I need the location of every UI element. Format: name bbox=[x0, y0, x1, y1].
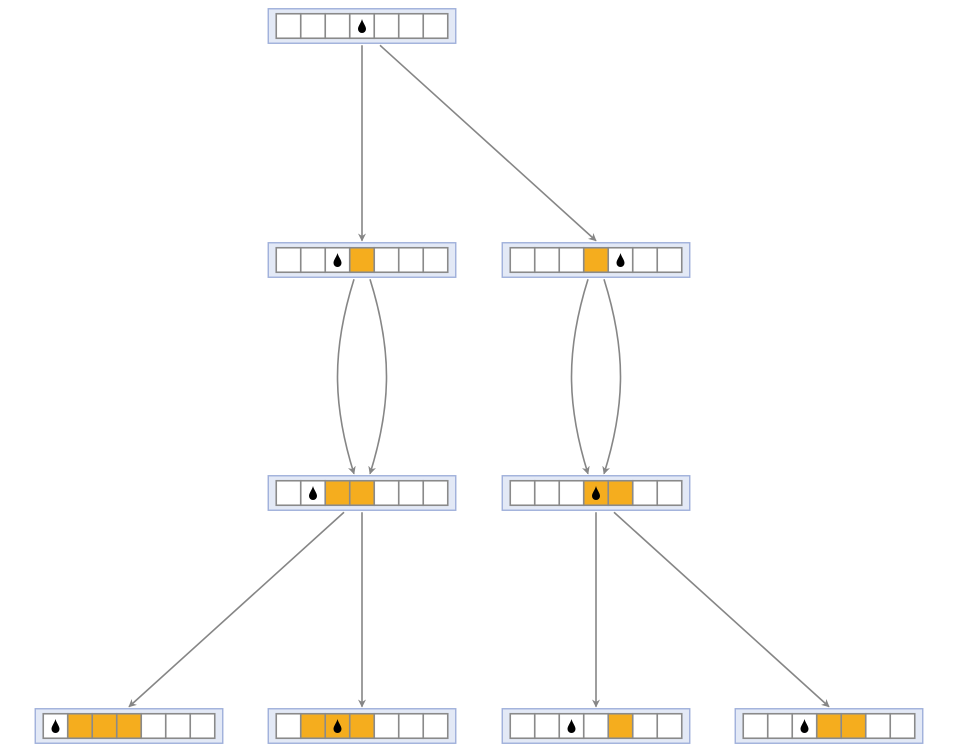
tape-cell-empty bbox=[422, 712, 449, 740]
tape-cell-empty bbox=[656, 712, 683, 740]
transition-edges bbox=[128, 44, 830, 708]
transition-edge-s4-s8-0 bbox=[613, 511, 830, 708]
state-node-s7 bbox=[501, 708, 691, 744]
tape-cell-empty bbox=[275, 479, 302, 507]
tape-cell-empty bbox=[864, 712, 892, 740]
tape-cell-filled bbox=[607, 479, 634, 507]
state-node-s2 bbox=[501, 242, 691, 278]
tape-cell-filled bbox=[840, 712, 867, 740]
tape-cell-empty bbox=[889, 712, 916, 740]
state-node-s3 bbox=[267, 475, 457, 511]
tape-cell-filled bbox=[324, 479, 351, 507]
tape-cell-filled bbox=[91, 712, 118, 740]
tape-cell-empty bbox=[373, 246, 400, 274]
head-marker-icon bbox=[309, 486, 317, 500]
tape-cell-empty bbox=[275, 246, 302, 274]
tape-cell-empty bbox=[373, 12, 400, 40]
tape-cell-empty bbox=[189, 712, 216, 740]
transition-edge-s1-s3-0 bbox=[336, 279, 356, 475]
head-marker-icon bbox=[592, 486, 600, 500]
head-marker-icon bbox=[616, 253, 625, 267]
head-marker-icon bbox=[333, 253, 342, 267]
tape-cell-empty bbox=[299, 12, 327, 40]
tape-cell-empty bbox=[422, 479, 449, 507]
tape-cell-empty bbox=[275, 12, 302, 40]
state-node-s5 bbox=[34, 708, 224, 744]
state-node-s4 bbox=[501, 475, 691, 511]
tape-cell-empty bbox=[766, 712, 794, 740]
tape-cell-empty bbox=[742, 712, 769, 740]
tape-cell-empty bbox=[509, 246, 536, 274]
head-marker-icon bbox=[358, 19, 366, 33]
tape-cell-filled bbox=[815, 712, 843, 740]
tape-cell-empty bbox=[656, 479, 683, 507]
state-node-s6 bbox=[267, 708, 457, 744]
tape-cell-empty bbox=[656, 246, 683, 274]
tape-cell-empty bbox=[397, 479, 425, 507]
tape-cell-empty bbox=[582, 712, 610, 740]
tape-cell-empty bbox=[422, 12, 449, 40]
head-marker-icon bbox=[800, 719, 809, 733]
tape-cell-empty bbox=[631, 712, 659, 740]
transition-edge-s2-s4-0 bbox=[570, 279, 590, 475]
transition-edge-s2-s4-1 bbox=[602, 279, 622, 475]
tape-cell-empty bbox=[397, 712, 425, 740]
tape-cell-empty bbox=[275, 712, 302, 740]
tape-cell-filled bbox=[607, 712, 634, 740]
tape-cell-filled bbox=[582, 246, 610, 274]
tape-cell-empty bbox=[164, 712, 192, 740]
tape-cell-empty bbox=[631, 479, 659, 507]
tape-cell-empty bbox=[422, 246, 449, 274]
tape-cell-empty bbox=[397, 12, 425, 40]
tape-cell-empty bbox=[140, 712, 167, 740]
tape-cell-filled bbox=[348, 712, 376, 740]
transition-edge-s1-s3-1 bbox=[368, 279, 388, 475]
tape-cell-empty bbox=[533, 712, 561, 740]
transition-edge-s3-s5-0 bbox=[128, 511, 345, 708]
tape-cell-empty bbox=[631, 246, 659, 274]
tape-cell-empty bbox=[509, 712, 536, 740]
tape-cell-empty bbox=[373, 712, 400, 740]
tape-cell-empty bbox=[509, 479, 536, 507]
transition-edge-s0-s2-0 bbox=[379, 44, 597, 242]
tape-cell-empty bbox=[558, 479, 585, 507]
state-node-s8 bbox=[734, 708, 924, 744]
tape-cell-filled bbox=[348, 479, 376, 507]
tape-cell-filled bbox=[348, 246, 376, 274]
state-node-s0 bbox=[267, 8, 457, 44]
tape-cell-empty bbox=[324, 12, 351, 40]
tape-cell-empty bbox=[558, 246, 585, 274]
tape-cell-empty bbox=[533, 479, 561, 507]
tape-cell-filled bbox=[115, 712, 143, 740]
state-node-s1 bbox=[267, 242, 457, 278]
head-marker-icon bbox=[333, 719, 342, 733]
tape-cell-empty bbox=[533, 246, 561, 274]
tape-states bbox=[34, 8, 924, 744]
tape-cell-filled bbox=[299, 712, 327, 740]
head-marker-icon bbox=[51, 719, 60, 733]
tape-cell-empty bbox=[373, 479, 400, 507]
tape-cell-empty bbox=[299, 246, 327, 274]
tape-cell-empty bbox=[397, 246, 425, 274]
head-marker-icon bbox=[567, 719, 576, 733]
tape-cell-filled bbox=[66, 712, 94, 740]
